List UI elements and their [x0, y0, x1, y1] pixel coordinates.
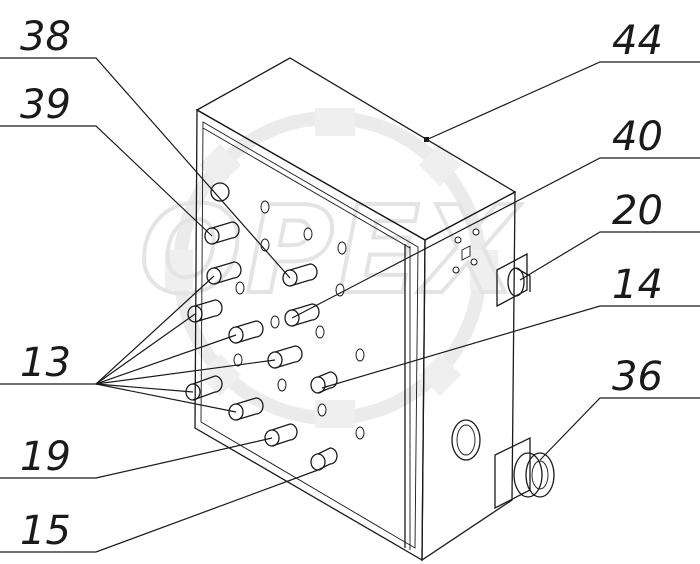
callouts: 38 39 44 40 20 14 13 36 19 15 [20, 14, 663, 554]
panel-holes [210, 182, 365, 440]
leader-lines [0, 57, 700, 553]
callout-44: 44 [612, 18, 663, 64]
side-connector [494, 436, 555, 510]
callout-14: 14 [612, 262, 663, 308]
callout-13: 13 [20, 340, 71, 386]
callout-40: 40 [612, 114, 663, 160]
callout-19: 19 [20, 434, 71, 480]
callout-38: 38 [20, 14, 71, 60]
callout-15: 15 [20, 508, 71, 554]
panel-lamps [185, 221, 338, 471]
callout-36: 36 [612, 354, 663, 400]
callout-20: 20 [612, 188, 663, 234]
callout-39: 39 [20, 82, 71, 128]
side-switch [496, 252, 531, 308]
